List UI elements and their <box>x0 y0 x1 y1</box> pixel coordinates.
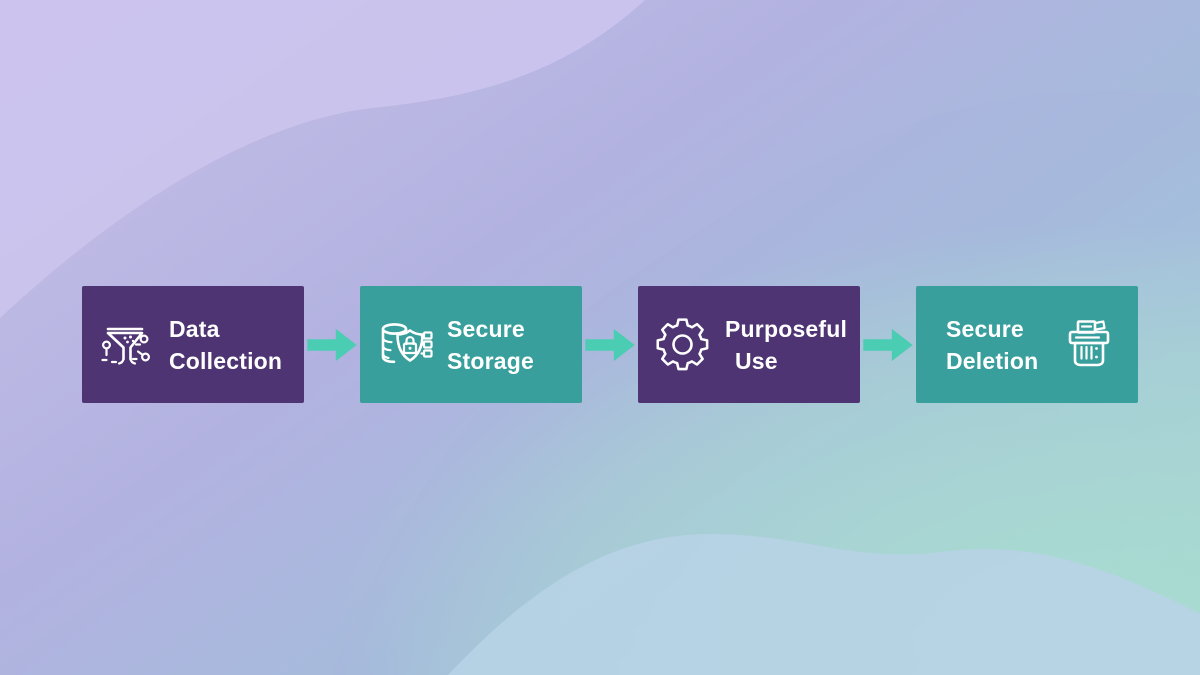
flow-arrow-icon <box>582 286 638 403</box>
flow-arrow-icon <box>860 286 916 403</box>
step-label: Data Collection <box>169 315 283 374</box>
step-secure-storage: Secure Storage <box>360 286 582 403</box>
shredder-icon <box>1060 316 1118 374</box>
flow-arrow-icon <box>304 286 360 403</box>
step-secure-deletion: Secure Deletion <box>916 286 1138 403</box>
background-blue-wave <box>448 533 1200 675</box>
step-label: Secure Storage <box>447 315 535 374</box>
database-shield-icon <box>376 316 434 374</box>
step-label: Secure Deletion <box>946 315 1039 374</box>
step-purposeful-use: Purposeful Use <box>638 286 860 403</box>
flow-diagram: Data Collection <box>82 286 1138 403</box>
step-label: Purposeful Use <box>725 315 848 374</box>
funnel-icon <box>98 316 156 374</box>
background-lavender-wave <box>0 0 645 318</box>
gear-icon <box>654 316 712 374</box>
step-data-collection: Data Collection <box>82 286 304 403</box>
